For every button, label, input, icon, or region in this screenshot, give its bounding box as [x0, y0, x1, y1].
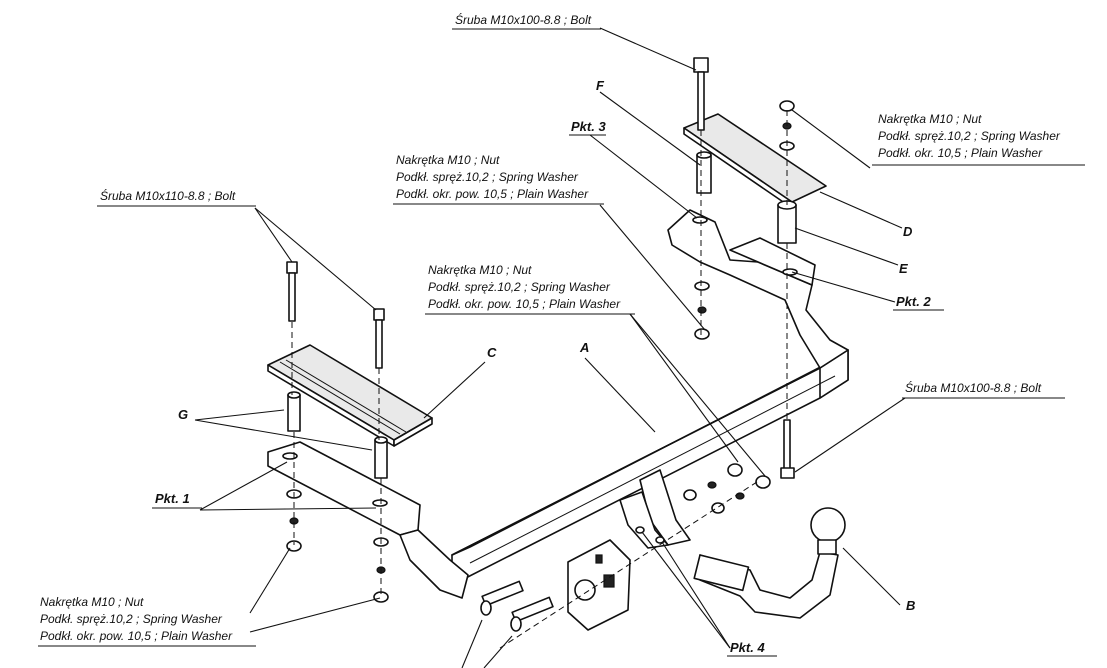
leader-lines — [194, 27, 906, 668]
left-bolt-1 — [286, 261, 298, 322]
left-bolt-2 — [373, 308, 385, 369]
spacer-g-1 — [287, 391, 301, 432]
label-nut-bottom-left: Nakrętka M10 ; Nut Podkł. spręż.10,2 ; S… — [38, 595, 256, 647]
label-nut-mid-lower-1: Nakrętka M10 ; Nut — [428, 263, 532, 277]
label-nut-mid-upper-1: Nakrętka M10 ; Nut — [396, 153, 500, 167]
label-nut-mid-lower: Nakrętka M10 ; Nut Podkł. spręż.10,2 ; S… — [425, 263, 635, 315]
left-bracket — [267, 441, 469, 599]
label-nut-mid-lower-3: Podkł. okr. pow. 10,5 ; Plain Washer — [428, 297, 621, 311]
label-pkt3: Pkt. 3 — [571, 119, 606, 134]
right-lower-bolt — [780, 419, 795, 479]
label-nut-top-right-2: Podkł. spręż.10,2 ; Spring Washer — [878, 129, 1061, 143]
label-nut-bottom-left-3: Podkł. okr. pow. 10,5 ; Plain Washer — [40, 629, 233, 643]
label-f: F — [596, 78, 605, 93]
label-b: B — [906, 598, 915, 613]
label-a: A — [579, 340, 589, 355]
label-bolt-right-text: Śruba M10x100-8.8 ; Bolt — [905, 380, 1042, 395]
label-nut-mid-upper-3: Podkł. okr. pow. 10,5 ; Plain Washer — [396, 187, 589, 201]
assembly-axes — [291, 110, 788, 649]
label-pkt2: Pkt. 2 — [896, 294, 931, 309]
label-nut-top-right-3: Podkł. okr. 10,5 ; Plain Washer — [878, 146, 1043, 160]
label-nut-top-right-1: Nakrętka M10 ; Nut — [878, 112, 982, 126]
label-bolt-right: Śruba M10x100-8.8 ; Bolt — [902, 380, 1065, 399]
label-e: E — [899, 261, 908, 276]
spacer-g-2 — [374, 436, 388, 479]
plate-d — [683, 113, 827, 209]
label-nut-bottom-left-2: Podkł. spręż.10,2 ; Spring Washer — [40, 612, 223, 626]
label-nut-mid-upper: Nakrętka M10 ; Nut Podkł. spręż.10,2 ; S… — [393, 153, 604, 205]
spacer-e — [777, 200, 797, 244]
plate-c — [267, 344, 433, 447]
socket-plate — [567, 539, 631, 631]
label-pkt4: Pkt. 4 — [730, 640, 765, 655]
label-nut-mid-lower-2: Podkł. spręż.10,2 ; Spring Washer — [428, 280, 611, 294]
pkt3-nut-stack — [694, 281, 710, 340]
front-bolt-2 — [510, 596, 554, 632]
label-bolt-top: Śruba M10x100-8.8 ; Bolt — [452, 12, 601, 30]
label-nut-mid-upper-2: Podkł. spręż.10,2 ; Spring Washer — [396, 170, 579, 184]
label-nut-top-right: Nakrętka M10 ; Nut Podkł. spręż.10,2 ; S… — [872, 112, 1085, 166]
label-pkt1: Pkt. 1 — [155, 491, 190, 506]
label-nut-bottom-left-1: Nakrętka M10 ; Nut — [40, 595, 144, 609]
label-c: C — [487, 345, 497, 360]
top-bolt — [693, 57, 709, 131]
label-bolt-left: Śruba M10x110-8.8 ; Bolt — [97, 188, 256, 207]
right-bracket — [667, 209, 849, 369]
front-bolt-1 — [480, 580, 524, 616]
center-washers-nuts — [683, 463, 771, 514]
tow-ball-b — [693, 507, 846, 619]
center-hitch-plates — [619, 469, 691, 549]
label-bolt-top-text: Śruba M10x100-8.8 ; Bolt — [455, 12, 592, 27]
label-g: G — [178, 407, 188, 422]
spacer-f — [696, 151, 712, 194]
label-d: D — [903, 224, 913, 239]
label-bolt-left-text: Śruba M10x110-8.8 ; Bolt — [100, 188, 236, 203]
